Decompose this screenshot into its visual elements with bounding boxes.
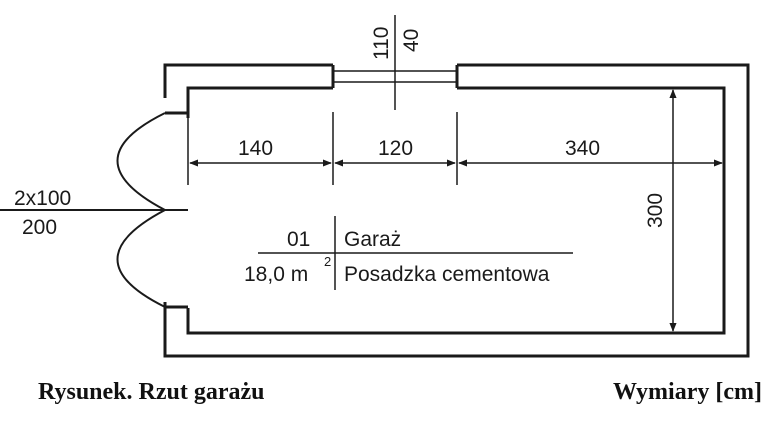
room-area-exponent: 2 — [324, 254, 331, 269]
door-size-label: 2x100 — [14, 187, 71, 210]
room-area: 18,0 m — [244, 263, 308, 286]
room-number: 01 — [287, 228, 310, 251]
door — [0, 112, 188, 308]
window-width-label: 110 — [370, 27, 393, 60]
dimension-label-340: 340 — [565, 137, 600, 160]
room-name: Garaż — [344, 228, 401, 251]
door-leaf-top — [116, 112, 166, 211]
inner-wall-right — [186, 86, 726, 335]
door-leaf-bottom — [116, 209, 166, 308]
room-floor: Posadzka cementowa — [344, 263, 550, 286]
dimension-label-120: 120 — [378, 137, 413, 160]
window — [333, 15, 457, 110]
figure-caption: Rysunek. Rzut garażu — [38, 379, 265, 405]
dimension-label-300: 300 — [644, 193, 667, 228]
inner-wall — [186, 86, 333, 118]
outer-wall — [163, 63, 333, 98]
outer-wall-right — [163, 63, 750, 358]
room-stamp — [258, 216, 573, 290]
horizontal-dimensions — [187, 112, 723, 185]
dimension-label-140: 140 — [238, 137, 273, 160]
window-height-label: 40 — [400, 29, 423, 52]
door-height-label: 200 — [22, 216, 57, 239]
walls — [163, 63, 750, 358]
units-caption: Wymiary [cm] — [613, 379, 762, 405]
